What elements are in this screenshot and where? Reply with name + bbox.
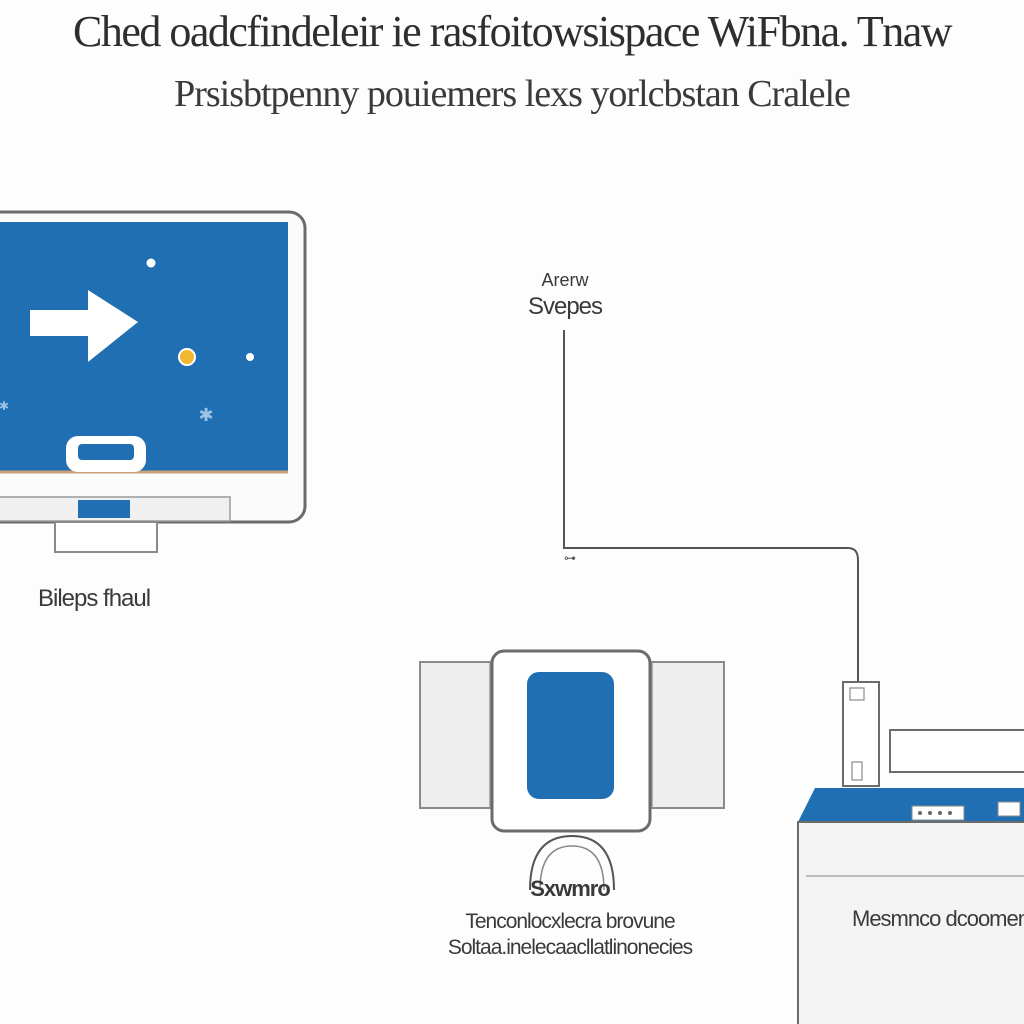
device-description-line-1: Tenconlocxlecra brovune (465, 910, 675, 933)
monitor-icon: ✱ ✱ (0, 210, 307, 553)
cable-line (563, 330, 859, 688)
cable-top-label: Arerw (541, 270, 589, 290)
device-description-line-2: Soltaa.inelecaacllatlinonecies (447, 936, 693, 959)
device-name-label: Sxwmro (530, 876, 611, 901)
computer-icon (797, 729, 1024, 1024)
svg-text:✱: ✱ (198, 405, 213, 426)
svg-text:✱: ✱ (0, 399, 9, 413)
arrow-right-icon (30, 290, 138, 362)
diagram-title: Ched oadcfindeleir ie rasfoitowsispace W… (72, 7, 953, 56)
diagram-subtitle: Prsisbtpenny pouiemers lexs yorlcbstan C… (174, 73, 851, 115)
cable-label: Svepes (527, 293, 603, 320)
svg-text:⊶: ⊶ (564, 551, 576, 565)
monitor-label: Bileps fhaul (38, 585, 151, 612)
device-icon (419, 649, 725, 891)
plug-connector-icon (842, 681, 880, 787)
computer-label: Mesmnco dcoomenn (852, 906, 1024, 931)
